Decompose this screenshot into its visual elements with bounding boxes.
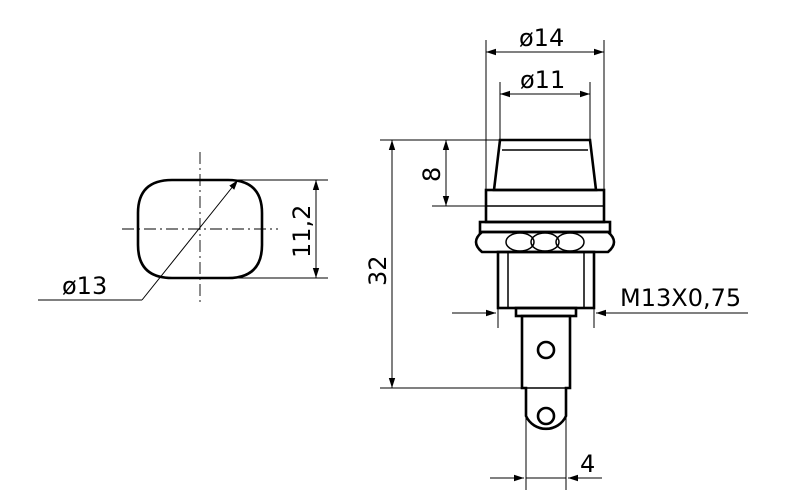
nut-face-2	[530, 232, 560, 252]
nut	[474, 230, 616, 254]
switch-side-view: ø14 ø11 8 32 M13X0,75 4	[364, 24, 748, 490]
mounting-hole-view: ø13 11,2	[38, 152, 328, 306]
hole-outline	[136, 178, 264, 280]
thread-label: M13X0,75	[620, 284, 741, 312]
width-11-2-label: 11,2	[288, 205, 316, 258]
terminal-hole-upper	[536, 340, 556, 360]
width-4-label: 4	[580, 450, 595, 478]
diameter-13-leader	[141, 179, 239, 301]
terminal	[520, 314, 572, 431]
diameter-13-label: ø13	[62, 272, 107, 300]
nut-face-1	[505, 232, 535, 252]
height-32-label: 32	[364, 255, 392, 286]
nut-face-3	[555, 232, 585, 252]
diameter-11-label: ø11	[520, 66, 565, 94]
washer	[478, 220, 612, 234]
button-cap	[492, 138, 598, 192]
diameter-14-label: ø14	[519, 24, 564, 52]
height-8-label: 8	[418, 167, 446, 182]
terminal-hole-lower	[536, 406, 556, 426]
threaded-body	[496, 250, 596, 310]
